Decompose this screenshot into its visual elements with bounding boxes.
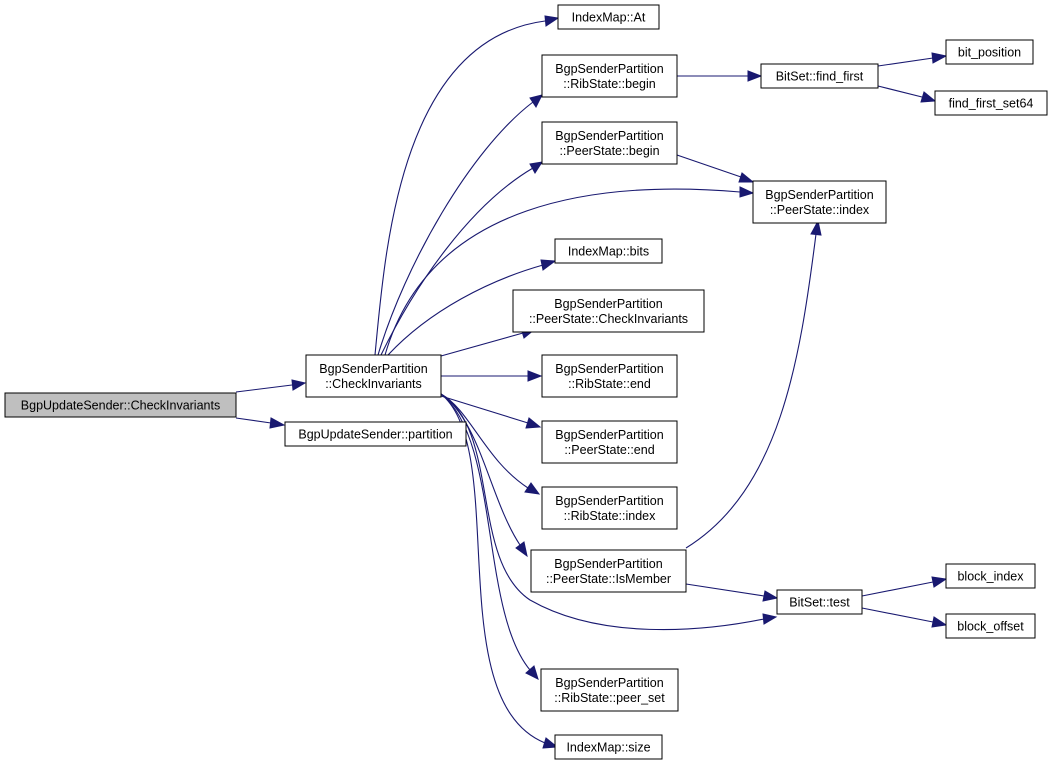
node-label-line: BitSet::find_first [776, 70, 864, 84]
node-peerstate-checkinvariants[interactable]: BgpSenderPartition::PeerState::CheckInva… [512, 289, 705, 333]
edge-peer-ismember-to-bitset-test [685, 583, 779, 602]
edge-peer-begin-to-peer-index [676, 154, 755, 183]
node-label-line: BgpSenderPartition [319, 362, 427, 376]
node-ribstate-peer-set[interactable]: BgpSenderPartition::RibState::peer_set [540, 668, 679, 712]
node-bgpupdatesender-checkinvariants[interactable]: BgpUpdateSender::CheckInvariants [4, 392, 237, 418]
node-label-line: BgpSenderPartition [555, 129, 663, 143]
call-edges [235, 15, 948, 749]
node-label-line: IndexMap::size [566, 741, 650, 755]
node-bgpsenderpartition-checkinvariants[interactable]: BgpSenderPartition::CheckInvariants [305, 354, 442, 398]
node-label-line: ::CheckInvariants [325, 377, 422, 391]
node-label-line: IndexMap::bits [568, 245, 649, 259]
node-label-line: block_index [957, 570, 1024, 584]
node-label-line: ::PeerState::index [770, 203, 870, 217]
node-label-line: ::PeerState::begin [559, 144, 659, 158]
edge-part-check-to-rib-end [441, 370, 543, 382]
node-ribstate-end[interactable]: BgpSenderPartition::RibState::end [541, 354, 678, 398]
edge-part-check-to-rib-peerset [440, 393, 539, 680]
edge-root-to-partition [235, 417, 286, 429]
node-peerstate-ismember[interactable]: BgpSenderPartition::PeerState::IsMember [530, 549, 687, 593]
node-indexmap-size[interactable]: IndexMap::size [554, 734, 663, 760]
node-label-line: BgpSenderPartition [555, 676, 663, 690]
node-label-line: BgpUpdateSender::CheckInvariants [21, 399, 220, 413]
node-label-line: bit_position [958, 46, 1021, 60]
node-label-line: ::RibState::index [564, 509, 656, 523]
node-peerstate-begin[interactable]: BgpSenderPartition::PeerState::begin [541, 121, 678, 165]
node-label-line: BgpUpdateSender::partition [298, 428, 452, 442]
edge-root-to-part-check [235, 379, 307, 393]
edge-part-check-to-peer-ismember [440, 393, 528, 558]
node-bitset-find-first[interactable]: BitSet::find_first [760, 63, 879, 89]
edge-bitset-test-to-block-offset [861, 607, 948, 628]
node-label-line: BgpSenderPartition [555, 428, 663, 442]
node-label-line: ::RibState::begin [563, 77, 655, 91]
node-label-line: find_first_set64 [949, 97, 1034, 111]
edge-part-check-to-peer-end [440, 395, 542, 429]
node-label-line: ::RibState::peer_set [554, 691, 665, 705]
node-bgpupdatesender-partition[interactable]: BgpUpdateSender::partition [284, 421, 467, 447]
function-nodes: BgpUpdateSender::CheckInvariants BgpSend… [4, 4, 1048, 760]
edge-peer-ismember-to-peer-index [685, 219, 822, 549]
edge-part-check-to-rib-begin [377, 94, 543, 356]
node-find-first-set64[interactable]: find_first_set64 [934, 90, 1048, 116]
edge-bitset-findfirst-to-bit-position [877, 52, 948, 67]
edge-part-check-to-peer-index [384, 186, 755, 356]
node-label-line: BgpSenderPartition [554, 297, 662, 311]
node-label-line: ::PeerState::IsMember [546, 572, 671, 586]
node-label-line: ::PeerState::end [564, 443, 654, 457]
node-ribstate-begin[interactable]: BgpSenderPartition::RibState::begin [541, 54, 678, 98]
node-peerstate-end[interactable]: BgpSenderPartition::PeerState::end [541, 420, 678, 464]
node-label-line: ::PeerState::CheckInvariants [529, 312, 688, 326]
node-block-index[interactable]: block_index [945, 563, 1036, 589]
node-indexmap-bits[interactable]: IndexMap::bits [554, 238, 663, 264]
node-label-line: ::RibState::end [568, 377, 651, 391]
node-ribstate-index[interactable]: BgpSenderPartition::RibState::index [541, 486, 678, 530]
node-label-line: IndexMap::At [572, 11, 646, 25]
edge-rib-begin-to-bitset-findfirst [677, 70, 763, 82]
node-label-line: BgpSenderPartition [765, 188, 873, 202]
edge-bitset-findfirst-to-find-first-set64 [877, 85, 937, 103]
edge-part-check-to-im-bits [387, 259, 557, 356]
edge-part-check-to-im-at [374, 15, 560, 356]
node-label-line: BgpSenderPartition [555, 362, 663, 376]
node-bitset-test[interactable]: BitSet::test [776, 589, 863, 615]
edge-part-check-to-bitset-test [440, 393, 778, 631]
node-peerstate-index[interactable]: BgpSenderPartition::PeerState::index [752, 180, 887, 224]
node-label-line: BitSet::test [789, 596, 850, 610]
node-label-line: BgpSenderPartition [555, 62, 663, 76]
edge-bitset-test-to-block-index [861, 576, 948, 597]
node-label-line: BgpSenderPartition [554, 557, 662, 571]
node-label-line: block_offset [957, 620, 1024, 634]
node-block-offset[interactable]: block_offset [945, 613, 1036, 639]
node-indexmap-at[interactable]: IndexMap::At [557, 4, 660, 30]
node-bit-position[interactable]: bit_position [945, 39, 1034, 65]
node-label-line: BgpSenderPartition [555, 494, 663, 508]
